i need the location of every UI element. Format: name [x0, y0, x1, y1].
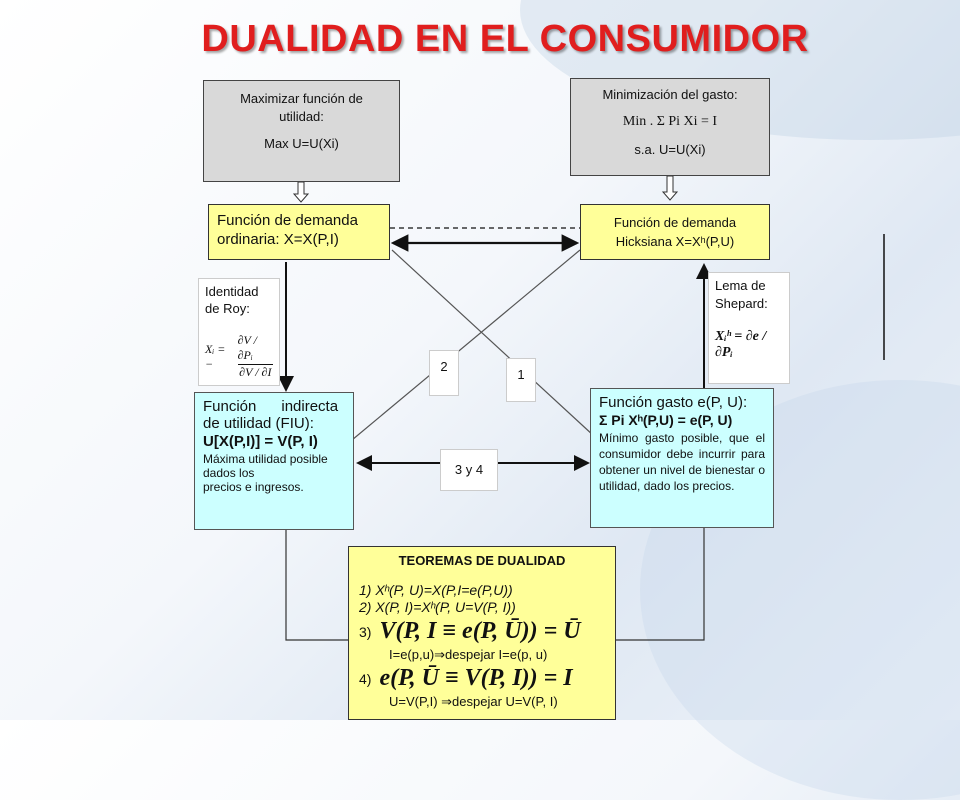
shepard-label: Lema de Shepard:	[715, 278, 768, 311]
page-title: DUALIDAD EN EL CONSUMIDOR	[201, 18, 809, 60]
theorem-4: 4) e(P, Ū ≡ V(P, I)) = I	[359, 665, 605, 692]
minimize-expenditure-box: Minimización del gasto: Min . Σ Pi Xi = …	[570, 78, 770, 176]
min-constraint: s.a. U=U(Xi)	[634, 142, 706, 157]
connector-right	[614, 528, 705, 641]
fiu-line1: Función indirecta	[203, 398, 339, 415]
theorems-heading: TEOREMAS DE DUALIDAD	[398, 553, 566, 568]
hicksian-demand-box: Función de demanda Hicksiana X=Xʰ(P,U)	[580, 204, 770, 260]
theorem-3-note: I=e(p,u)⇒despejar I=e(p, u)	[389, 647, 548, 662]
link-number-3-4: 3 y 4	[440, 449, 498, 491]
max-line1: Maximizar función de	[240, 91, 363, 106]
max-formula: Max U=U(Xi)	[264, 136, 339, 151]
theorem-1: 1) Xʰ(P, U)=X(P,I=e(P,U))	[359, 582, 513, 598]
link-number-1: 1	[506, 358, 536, 402]
hollow-arrow-left	[292, 181, 310, 203]
max-line2: utilidad:	[279, 109, 324, 124]
fiu-line2: de utilidad (FIU):	[203, 415, 314, 432]
shepard-lemma-box: Lema de Shepard: Xᵢʰ = ∂e / ∂Pᵢ	[708, 272, 790, 384]
indirect-utility-box: Función indirecta de utilidad (FIU): U[X…	[194, 392, 354, 530]
diagonal-1	[391, 249, 595, 437]
expenditure-function-box: Función gasto e(P, U): Σ Pi Xʰ(P,U) = e(…	[590, 388, 774, 528]
roy-denominator: ∂V / ∂I	[239, 365, 272, 379]
roy-lhs: Xᵢ = −	[205, 341, 226, 371]
roy-fraction: ∂V / ∂Pᵢ ∂V / ∂I	[237, 333, 273, 380]
fiu-desc3: precios e ingresos.	[203, 480, 304, 494]
hicksian-line1: Función de demanda	[613, 215, 737, 230]
theorem-3: 3) V(P, I ≡ e(P, Ū)) = Ū	[359, 618, 605, 645]
fiu-desc2: dados los	[203, 466, 255, 480]
connector-left	[285, 530, 350, 641]
roy-formula: Xᵢ = − ∂V / ∂Pᵢ ∂V / ∂I	[205, 333, 273, 380]
link-number-2: 2	[429, 350, 459, 396]
theorem-4-number: 4)	[359, 670, 372, 687]
theorem-4-formula: e(P, Ū ≡ V(P, I)) = I	[379, 665, 573, 691]
ordinary-demand-box: Función de demanda ordinaria: X=X(P,I)	[208, 204, 390, 260]
duality-theorems-box: TEOREMAS DE DUALIDAD 1) Xʰ(P, U)=X(P,I=e…	[348, 546, 616, 720]
fiu-desc1: Máxima utilidad posible	[203, 452, 328, 466]
shepard-formula: Xᵢʰ = ∂e / ∂Pᵢ	[715, 329, 767, 360]
roy-identity-box: Identidad de Roy: Xᵢ = − ∂V / ∂Pᵢ ∂V / ∂…	[198, 278, 280, 386]
theorem-2: 2) X(P, I)=Xʰ(P, U=V(P, I))	[359, 599, 516, 615]
ordinary-line2: ordinaria: X=X(P,I)	[217, 231, 339, 248]
hicksian-line2: Hicksiana X=Xʰ(P,U)	[615, 234, 735, 249]
min-line1: Minimización del gasto:	[602, 87, 738, 102]
exp-line1: Función gasto e(P, U):	[599, 394, 748, 411]
hollow-arrow-right	[661, 175, 679, 201]
theorem-3-formula: V(P, I ≡ e(P, Ū)) = Ū	[379, 618, 581, 644]
ordinary-line1: Función de demanda	[217, 212, 358, 229]
diagonal-2	[351, 249, 581, 441]
fiu-equation: U[X(P,I)] = V(P, I)	[203, 433, 318, 450]
maximize-utility-box: Maximizar función de utilidad: Max U=U(X…	[203, 80, 400, 182]
diagram-connectors	[278, 175, 885, 641]
theorem-3-number: 3)	[359, 623, 372, 640]
min-formula: Min . Σ Pi Xi = I	[622, 114, 718, 129]
exp-equation: Σ Pi Xʰ(P,U) = e(P, U)	[599, 412, 733, 428]
theorem-4-note: U=V(P,I) ⇒despejar U=V(P, I)	[389, 694, 558, 709]
roy-numerator: ∂V / ∂Pᵢ	[237, 333, 273, 365]
exp-desc: Mínimo gasto posible, que el consumidor …	[599, 431, 765, 493]
roy-label: Identidad de Roy:	[205, 284, 259, 316]
